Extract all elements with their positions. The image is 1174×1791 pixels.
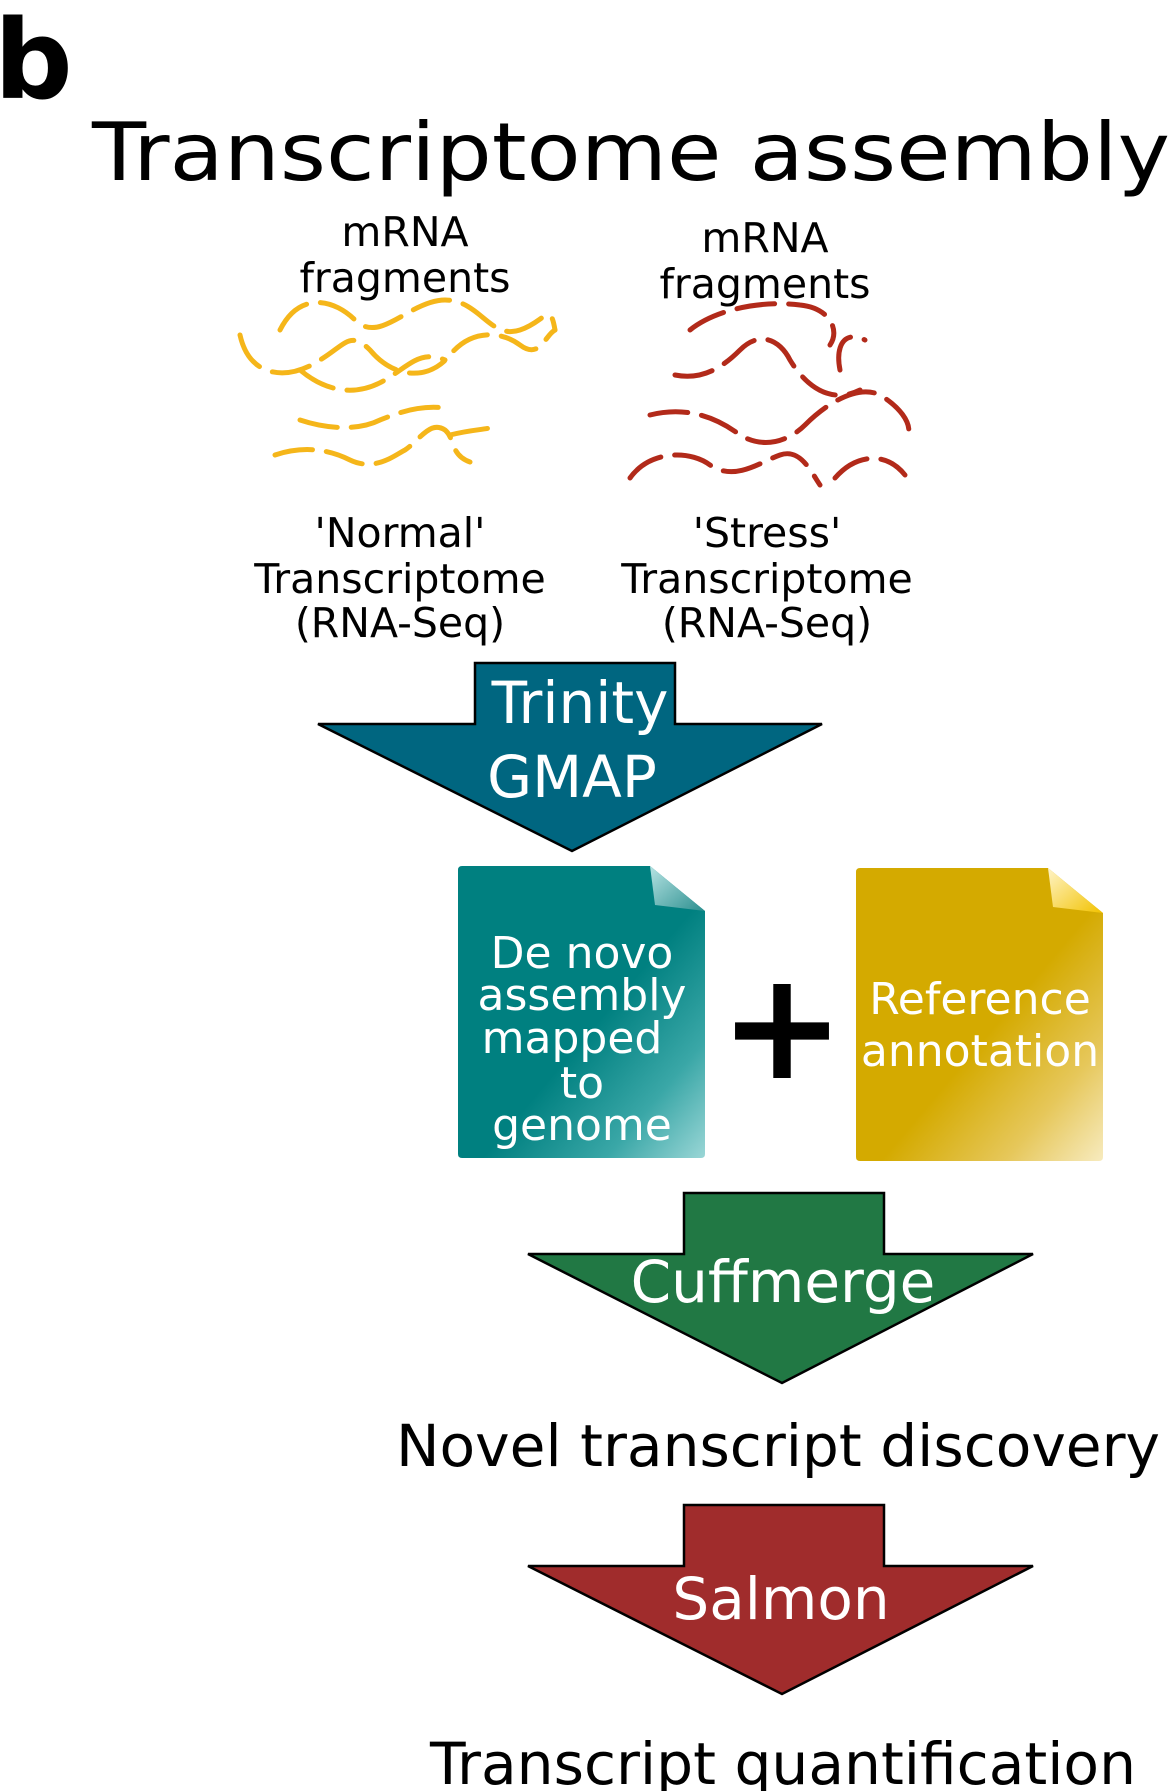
salmon-label: Salmon — [672, 1565, 889, 1633]
reference-line-1: Reference — [869, 974, 1091, 1025]
reference-document-fold — [1048, 868, 1103, 913]
denovo-document-shape — [458, 866, 705, 1158]
denovo-document-fold — [650, 866, 705, 911]
stress-mrna-fragments — [627, 301, 912, 488]
denovo-line-5: genome — [492, 1100, 672, 1151]
stress-caption-line3: (RNA-Seq) — [662, 599, 872, 647]
normal-fragments-label-line1: mRNA — [341, 208, 468, 256]
reference-document-shape — [856, 868, 1103, 1161]
novel-transcript-discovery-label: Novel transcript discovery — [396, 1412, 1160, 1480]
salmon-arrow: Salmon — [527, 1503, 1034, 1696]
trinity-label: Trinity — [491, 669, 669, 737]
denovo-line-3: mapped — [482, 1013, 663, 1064]
stress-fragments-label-line1: mRNA — [701, 214, 828, 262]
normal-fragments-label-line2: fragments — [299, 254, 510, 302]
stress-caption-line2: Transcriptome — [620, 555, 912, 603]
trinity-gmap-arrow: Trinity GMAP — [317, 661, 823, 853]
denovo-line-4: to — [560, 1058, 604, 1109]
gmap-label: GMAP — [487, 743, 657, 811]
denovo-assembly-document: De novo assembly mapped to genome — [458, 866, 705, 1158]
normal-mrna-fragments — [237, 297, 558, 467]
normal-caption-line2: Transcriptome — [253, 555, 545, 603]
cuffmerge-arrow-shape — [527, 1191, 1034, 1385]
reference-line-2: annotation — [861, 1026, 1099, 1077]
cuffmerge-label: Cuffmerge — [631, 1248, 936, 1316]
plus-sign: + — [719, 940, 845, 1114]
normal-caption-line3: (RNA-Seq) — [295, 599, 505, 647]
denovo-line-1: De novo — [491, 928, 674, 979]
diagram-title: Transcriptome assembly — [91, 106, 1170, 199]
panel-label: b — [0, 0, 73, 124]
normal-caption-line1: 'Normal' — [315, 509, 486, 557]
stress-caption-line1: 'Stress' — [693, 509, 842, 557]
stress-fragments-label-line2: fragments — [659, 260, 870, 308]
salmon-arrow-shape — [527, 1503, 1034, 1696]
reference-annotation-document: Reference annotation — [856, 868, 1103, 1161]
cuffmerge-arrow: Cuffmerge — [527, 1191, 1034, 1385]
denovo-line-2: assembly — [478, 970, 687, 1021]
trinity-gmap-arrow-shape — [317, 661, 823, 853]
transcript-quantification-label: Transcript quantification — [429, 1730, 1136, 1791]
